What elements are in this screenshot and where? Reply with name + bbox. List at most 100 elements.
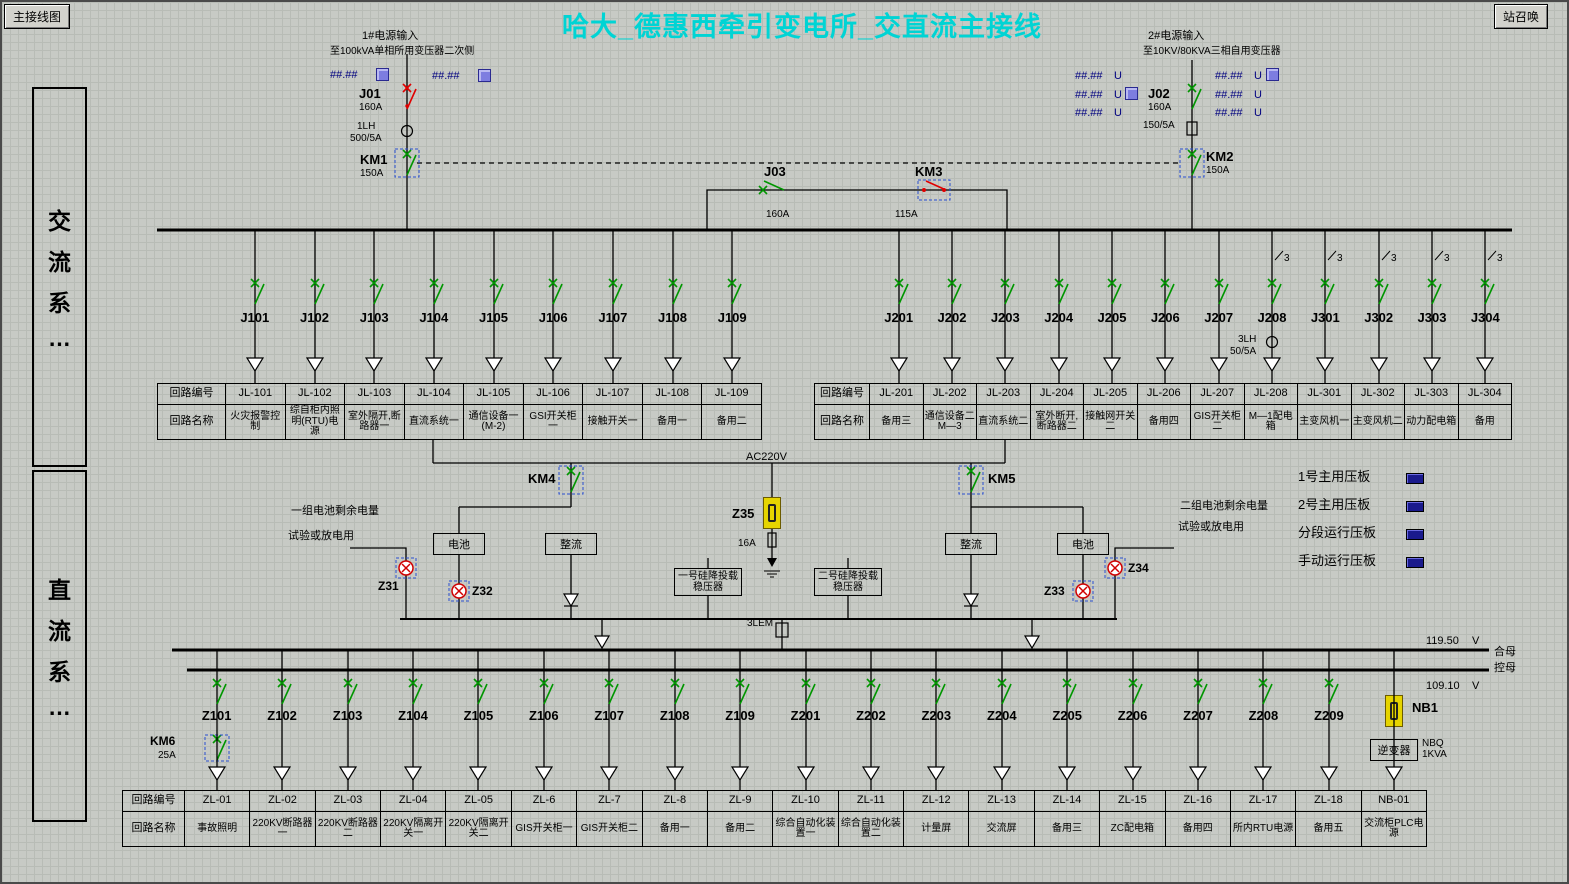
disconnector-icon[interactable] [1258,678,1274,705]
disconnector-icon[interactable] [1267,278,1282,305]
ac-feeder-j106[interactable]: J106 [525,230,581,383]
plate-indicator-2[interactable] [1406,501,1424,512]
disconnector-icon[interactable] [893,278,909,305]
plate-indicator-1[interactable] [1406,473,1424,484]
ac-feeder-j206[interactable]: J206 [1137,230,1193,383]
ac-feeder-j204[interactable]: J204 [1031,230,1087,383]
battery2-box[interactable]: 电池 [1057,533,1109,555]
disconnector-icon[interactable] [667,278,683,305]
ac-feeder-j107[interactable]: J107 [585,230,641,383]
dc-feeder-z104[interactable]: Z104 [385,650,441,790]
km4-switch-icon[interactable] [566,466,581,493]
disconnector-icon[interactable] [608,278,623,305]
regulator1-box[interactable]: 一号硅降投载 稳压器 [674,568,742,596]
dc-feeder-z108[interactable]: Z108 [647,650,703,790]
plate-indicator-3[interactable] [1406,529,1424,540]
disconnector-icon[interactable] [735,678,750,705]
dc-feeder-z106[interactable]: Z106 [516,650,572,790]
dc-feeder-z204[interactable]: Z204 [974,650,1030,790]
battery1-box[interactable]: 电池 [433,533,485,555]
main-diagram-button[interactable]: 主接线图 [4,4,71,29]
ac-feeder-j103[interactable]: J103 [346,230,402,383]
disconnector-icon[interactable] [1320,278,1336,305]
disconnector-icon[interactable] [408,678,423,705]
disconnector-icon[interactable] [1480,278,1496,305]
j02-switch-icon[interactable] [1187,83,1202,110]
dc-feeder-z205[interactable]: Z205 [1039,650,1095,790]
z33-device-icon[interactable] [1075,583,1091,599]
ac-feeder-j102[interactable]: J102 [287,230,343,383]
z31-device-icon[interactable] [398,560,414,576]
disconnector-icon[interactable] [1324,678,1339,705]
z34-device-icon[interactable] [1107,560,1123,576]
km5-switch-icon[interactable] [966,466,981,493]
disconnector-icon[interactable] [1062,678,1077,705]
disconnector-icon[interactable] [548,278,563,305]
disconnector-icon[interactable] [604,678,619,705]
ac-feeder-j205[interactable]: J205 [1084,230,1140,383]
dc-feeder-z206[interactable]: Z206 [1105,650,1161,790]
km3-switch-icon[interactable] [921,180,947,193]
j03-switch-icon[interactable] [758,180,785,195]
disconnector-icon[interactable] [1127,678,1143,705]
ac-feeder-j104[interactable]: J104 [406,230,462,383]
disconnector-icon[interactable] [1373,278,1389,305]
disconnector-icon[interactable] [931,678,947,705]
dc-feeder-z203[interactable]: Z203 [908,650,964,790]
ac-feeder-j207[interactable]: J207 [1191,230,1247,383]
plate-indicator-4[interactable] [1406,557,1424,568]
disconnector-icon[interactable] [1160,278,1176,305]
disconnector-icon[interactable] [1053,278,1069,305]
disconnector-icon[interactable] [488,278,504,305]
disconnector-icon[interactable] [1427,278,1442,305]
dc-feeder-z201[interactable]: Z201 [778,650,834,790]
ac-feeder-j101[interactable]: J101 [227,230,283,383]
disconnector-icon[interactable] [996,678,1012,705]
dc-feeder-z107[interactable]: Z107 [581,650,637,790]
disconnector-icon[interactable] [249,278,265,305]
z35-device-icon[interactable] [763,497,781,529]
rectifier1-box[interactable]: 整流 [545,533,597,555]
dc-feeder-z105[interactable]: Z105 [450,650,506,790]
ac-feeder-j201[interactable]: J201 [871,230,927,383]
ac-feeder-j108[interactable]: J108 [645,230,701,383]
regulator2-box[interactable]: 二号硅降投载 稳压器 [814,568,882,596]
z32-device-icon[interactable] [451,583,467,599]
ac-feeder-j203[interactable]: J203 [977,230,1033,383]
dc-feeder-z209[interactable]: Z209 [1301,650,1357,790]
disconnector-icon[interactable] [538,678,554,705]
disconnector-icon[interactable] [473,678,489,705]
dc-feeder-z207[interactable]: Z207 [1170,650,1226,790]
disconnector-icon[interactable] [800,678,816,705]
disconnector-icon[interactable] [277,678,292,705]
dc-feeder-z208[interactable]: Z208 [1235,650,1291,790]
disconnector-icon[interactable] [1193,678,1208,705]
dc-feeder-z102[interactable]: Z102 [254,650,310,790]
km1-switch-icon[interactable] [402,149,417,176]
dc-feeder-z109[interactable]: Z109 [712,650,768,790]
disconnector-icon[interactable] [428,278,444,305]
dc-feeder-line[interactable] [1366,650,1422,790]
disconnector-icon[interactable] [342,678,358,705]
j01-switch-icon[interactable] [402,83,417,110]
ac-feeder-j202[interactable]: J202 [924,230,980,383]
disconnector-icon[interactable] [866,678,881,705]
disconnector-icon[interactable] [309,278,325,305]
km2-switch-icon[interactable] [1187,149,1202,176]
disconnector-icon[interactable] [947,278,962,305]
rectifier2-box[interactable]: 整流 [945,533,997,555]
disconnector-icon[interactable] [669,678,685,705]
dc-feeder-z103[interactable]: Z103 [320,650,376,790]
disconnector-icon[interactable] [369,278,384,305]
dc-feeder-z202[interactable]: Z202 [843,650,899,790]
disconnector-icon[interactable] [1107,278,1122,305]
disconnector-icon[interactable] [727,278,742,305]
disconnector-icon[interactable] [1000,278,1016,305]
ac-feeder-j105[interactable]: J105 [466,230,522,383]
ac-feeder-j109[interactable]: J109 [704,230,760,383]
